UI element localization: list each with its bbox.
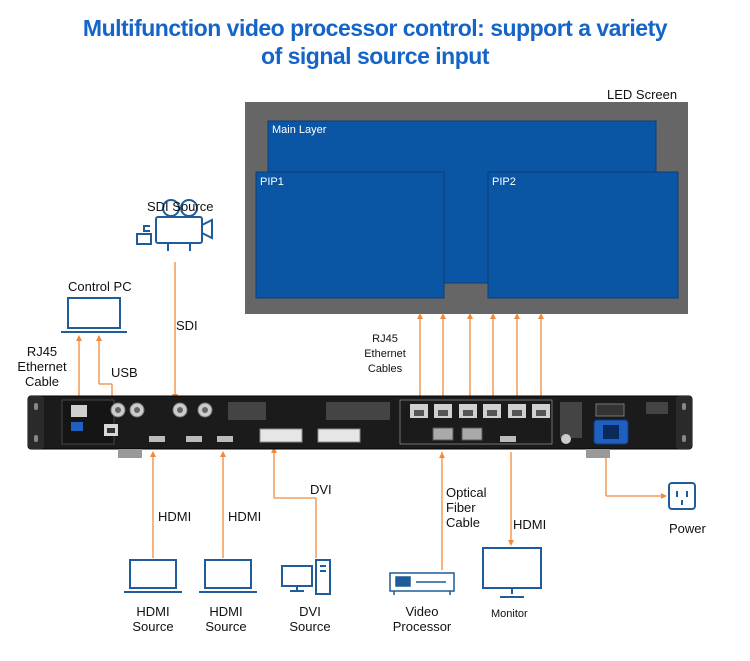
- usb-label: USB: [111, 365, 138, 380]
- video-processor-line1: Video: [405, 604, 439, 619]
- pip2-layer: [487, 171, 679, 299]
- video-processor-label: Video Processor: [382, 604, 462, 634]
- hdmi-source-1-label: HDMI Source: [123, 604, 183, 634]
- hdmi-source-2-line2: Source: [205, 619, 247, 634]
- power-outlet-icon: [668, 482, 696, 510]
- processor-icon: [389, 572, 455, 595]
- hdmi-source-2-line1: HDMI: [209, 604, 243, 619]
- rj45-cables-line2: Ethernet: [364, 348, 406, 360]
- optical-fiber-label: Optical Fiber Cable: [446, 485, 486, 530]
- optical-line1: Optical: [446, 485, 487, 500]
- diagram-title-line1: Multifunction video processor control: s…: [82, 15, 668, 41]
- camera-icon: [136, 199, 213, 251]
- laptop-icon: [61, 297, 127, 333]
- rj45-cables-line3: Cables: [367, 363, 403, 375]
- hdmi-monitor-label: HDMI: [513, 517, 547, 532]
- rj45-cables-line1: RJ45: [372, 333, 398, 345]
- rj45-cable-line2: Ethernet: [17, 359, 67, 374]
- processor-device: [27, 395, 693, 458]
- hdmi-source-1-line1: HDMI: [136, 604, 170, 619]
- pip2-label: PIP2: [492, 176, 516, 188]
- dvi-source-line2: Source: [289, 619, 331, 634]
- pip1-label: PIP1: [260, 176, 284, 188]
- control-pc-label: Control PC: [68, 279, 132, 294]
- hdmi-source-2-label: HDMI Source: [196, 604, 256, 634]
- monitor-icon: [482, 547, 542, 598]
- rj45-cable-line3: Cable: [25, 374, 59, 389]
- rj45-cable-line1: RJ45: [26, 344, 58, 359]
- optical-line2: Fiber: [446, 500, 476, 515]
- hdmi-label-2: HDMI: [228, 509, 262, 524]
- rj45-cables-label: RJ45 Ethernet Cables: [360, 332, 410, 377]
- dvi-label: DVI: [310, 482, 332, 497]
- led-screen-label: LED Screen: [607, 87, 678, 102]
- hdmi-label-1: HDMI: [158, 509, 192, 524]
- main-layer-label: Main Layer: [272, 124, 327, 136]
- sdi-label: SDI: [176, 318, 198, 333]
- power-label: Power: [669, 521, 706, 536]
- hdmi-source-1-line2: Source: [132, 619, 174, 634]
- video-processor-line2: Processor: [392, 619, 452, 634]
- hdmi-source-laptop-icon-1: [124, 559, 182, 593]
- diagram-title-line2: of signal source input: [261, 43, 489, 69]
- desktop-pc-icon: [281, 559, 331, 595]
- rj45-cable-pc-label: RJ45 Ethernet Cable: [14, 344, 70, 389]
- dvi-source-label: DVI Source: [280, 604, 340, 634]
- hdmi-source-laptop-icon-2: [199, 559, 257, 593]
- monitor-label: Monitor: [491, 608, 528, 620]
- sdi-source-label: SDI Source: [147, 199, 214, 214]
- dvi-source-line1: DVI: [299, 604, 321, 619]
- pip1-layer: [255, 171, 445, 299]
- optical-line3: Cable: [446, 515, 480, 530]
